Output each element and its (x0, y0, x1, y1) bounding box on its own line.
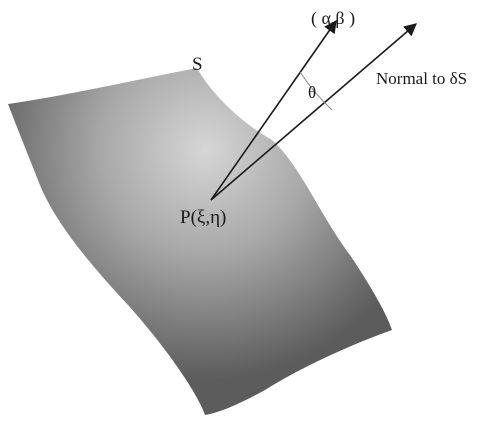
point-label: P(ξ,η) (180, 207, 226, 228)
surface-s (8, 68, 392, 415)
angle-label: θ (308, 83, 316, 102)
normal-vector-arrow (210, 23, 417, 201)
normal-label: Normal to δS (376, 69, 467, 88)
angle-arc (299, 71, 333, 111)
surface-label: S (192, 54, 203, 75)
direction-vector-arrow (210, 19, 337, 201)
direction-label: ( α,β ) (311, 8, 355, 29)
